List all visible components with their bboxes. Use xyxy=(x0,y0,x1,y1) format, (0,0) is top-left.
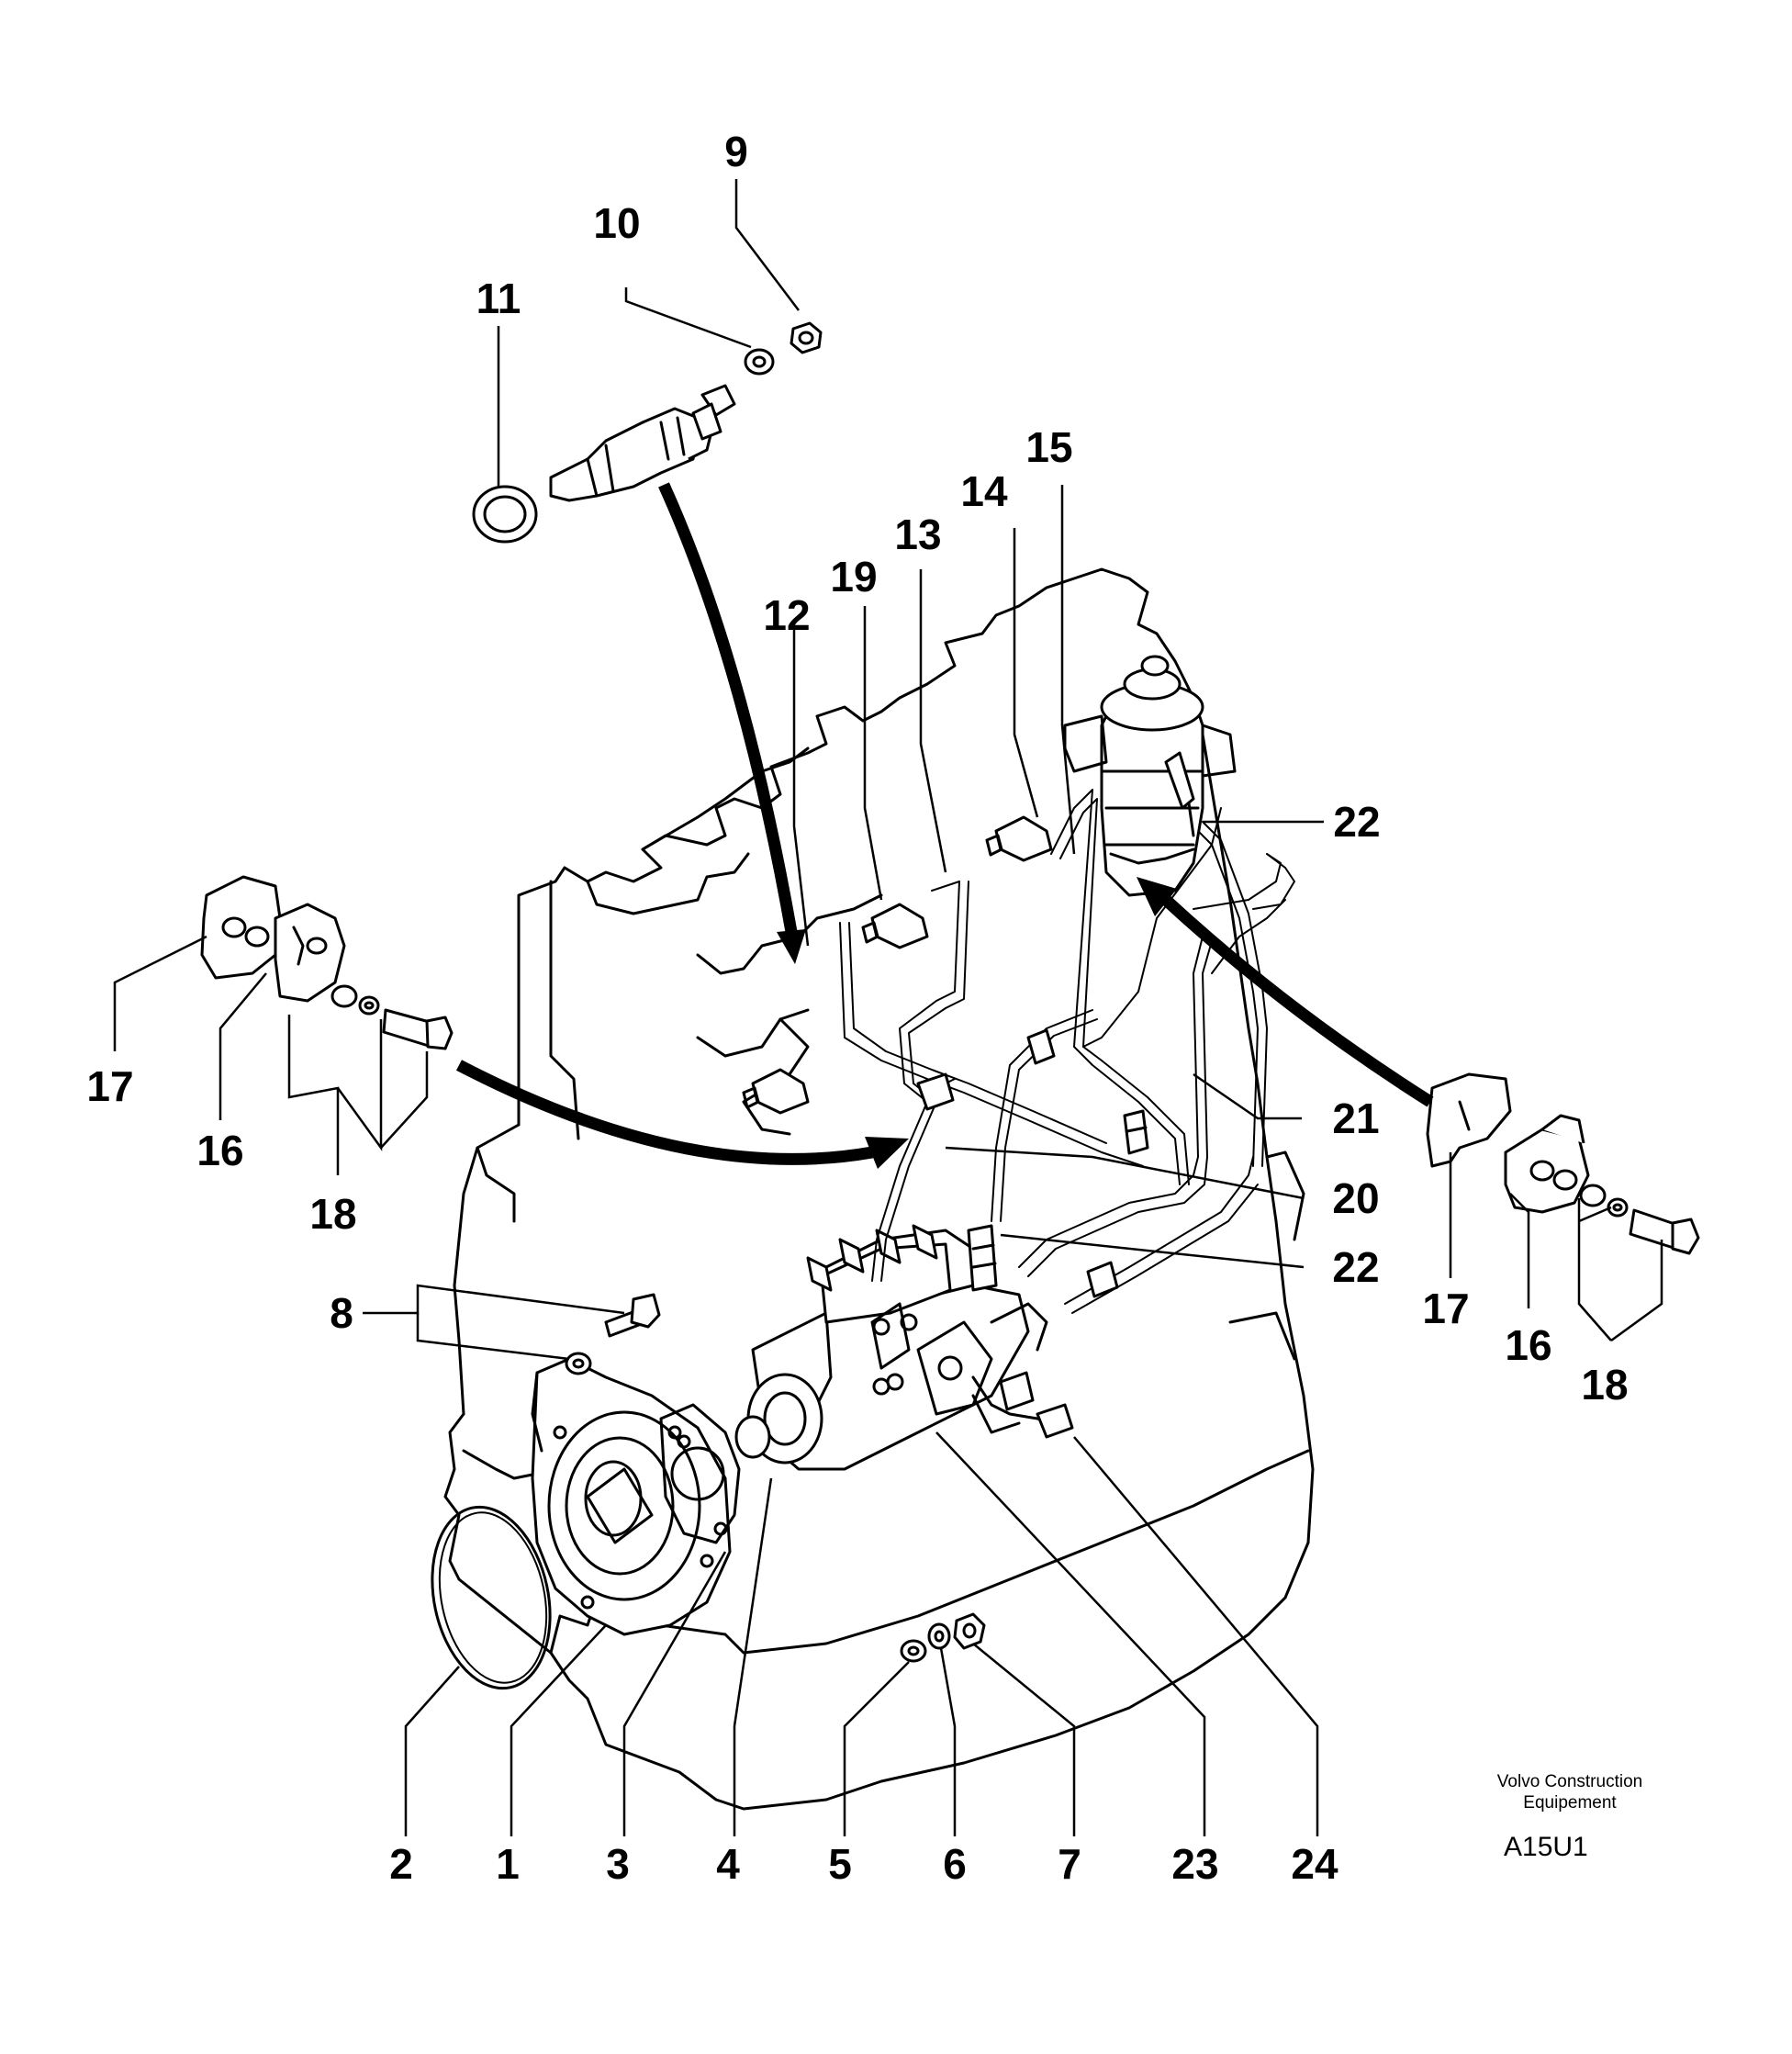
callout-17-left: 17 xyxy=(86,1062,134,1110)
installation-arrows xyxy=(456,482,1434,1169)
callout-19: 19 xyxy=(830,553,878,600)
bolt-washer-8 xyxy=(565,1293,661,1375)
callout-16-left: 16 xyxy=(196,1127,244,1174)
callout-15: 15 xyxy=(1025,423,1073,471)
exploded-injector xyxy=(472,321,823,544)
callout-14: 14 xyxy=(960,467,1008,515)
o-ring xyxy=(431,1505,552,1690)
callout-4: 4 xyxy=(716,1840,740,1888)
leader-lines xyxy=(113,179,1663,1836)
nuts-washers-5-6-7 xyxy=(900,1612,986,1663)
publisher-credit: Volvo Construction Equipement xyxy=(1469,1772,1671,1814)
drawing-code: A15U1 xyxy=(1504,1832,1588,1862)
callout-24: 24 xyxy=(1291,1840,1338,1888)
callout-17-right: 17 xyxy=(1422,1285,1470,1332)
callout-5: 5 xyxy=(828,1840,852,1888)
callout-20: 20 xyxy=(1332,1174,1380,1222)
left-clamp-detail xyxy=(200,875,454,1050)
callout-13: 13 xyxy=(894,511,942,558)
callout-9: 9 xyxy=(724,128,748,175)
callout-23: 23 xyxy=(1171,1840,1219,1888)
fuel-filter xyxy=(1063,655,1237,897)
callout-1: 1 xyxy=(496,1840,520,1888)
callout-3: 3 xyxy=(606,1840,630,1888)
callout-11: 11 xyxy=(476,275,521,322)
callout-8: 8 xyxy=(330,1289,353,1337)
callout-22-upper: 22 xyxy=(1333,798,1381,846)
credit-line-1: Volvo Construction xyxy=(1496,1772,1643,1791)
callout-6: 6 xyxy=(943,1840,967,1888)
callout-12: 12 xyxy=(763,591,811,639)
timing-housing xyxy=(531,1357,732,1636)
injection-pump xyxy=(734,1224,1074,1471)
gasket xyxy=(659,1403,741,1544)
callout-18-left: 18 xyxy=(309,1190,357,1238)
right-clamp-detail xyxy=(1426,1072,1700,1255)
callout-21: 21 xyxy=(1332,1094,1380,1142)
callout-16-right: 16 xyxy=(1505,1321,1552,1369)
injection-lines xyxy=(742,789,1295,1411)
callout-2: 2 xyxy=(389,1840,413,1888)
callout-10: 10 xyxy=(593,199,641,247)
credit-line-2: Equipement xyxy=(1523,1792,1617,1813)
callout-22-lower: 22 xyxy=(1332,1243,1380,1291)
callout-7: 7 xyxy=(1058,1840,1081,1888)
callout-18-right: 18 xyxy=(1581,1361,1629,1409)
